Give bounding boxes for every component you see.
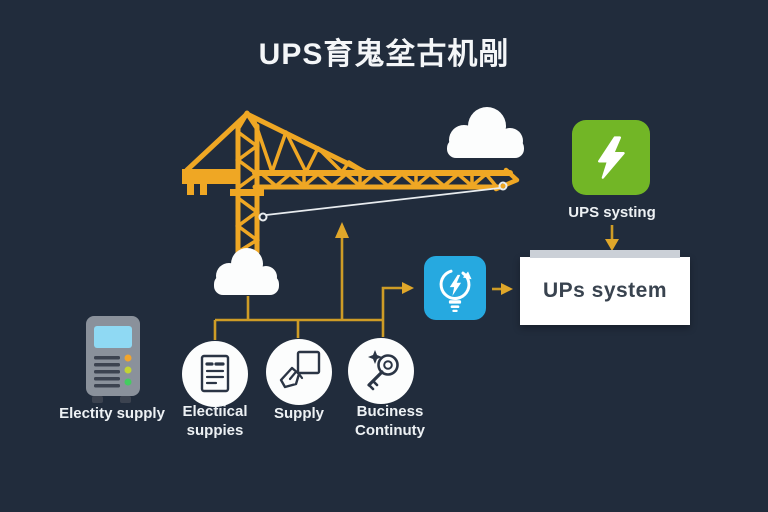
key-icon [367, 350, 399, 391]
connector-lines [213, 225, 614, 340]
cable-line [258, 181, 508, 222]
arrow-right-icon [402, 282, 414, 294]
status-led-orange [124, 354, 132, 362]
ups-power-label: UPS systing [568, 204, 656, 221]
arrow-up-icon [335, 222, 349, 238]
electrical-supplies-node[interactable] [182, 341, 248, 407]
power-converter-node[interactable] [424, 256, 486, 320]
electrical-supplies-label: Electiical suppies [182, 403, 248, 439]
cloud-icon [447, 107, 524, 158]
bulb-recycle-icon [439, 269, 472, 312]
status-led-yellow [124, 366, 132, 374]
supply-label: Supply [273, 405, 324, 422]
ups-tower-icon[interactable] [80, 312, 146, 404]
supply-node[interactable] [266, 339, 332, 405]
business-continuity-node[interactable] [348, 338, 414, 404]
ups-power-node[interactable] [572, 120, 650, 195]
arrow-down-icon [605, 239, 619, 251]
lightning-icon [597, 135, 625, 179]
document-icon [200, 354, 230, 393]
arrow-heads [335, 222, 619, 295]
page-title: UPS育鬼坌古机剮 [258, 38, 510, 71]
status-led-green [124, 378, 132, 386]
crane-icon [182, 110, 520, 255]
electricity-supply-label: Electity supply [59, 405, 165, 422]
arrow-right-icon [501, 283, 513, 295]
business-continuity-label: Buciness Continuty [355, 403, 425, 439]
ups-system-label: UPs system [542, 279, 668, 302]
cloud-icon [214, 248, 279, 295]
hand-box-icon [279, 350, 321, 389]
ups-system-node[interactable]: UPs system [520, 250, 690, 325]
